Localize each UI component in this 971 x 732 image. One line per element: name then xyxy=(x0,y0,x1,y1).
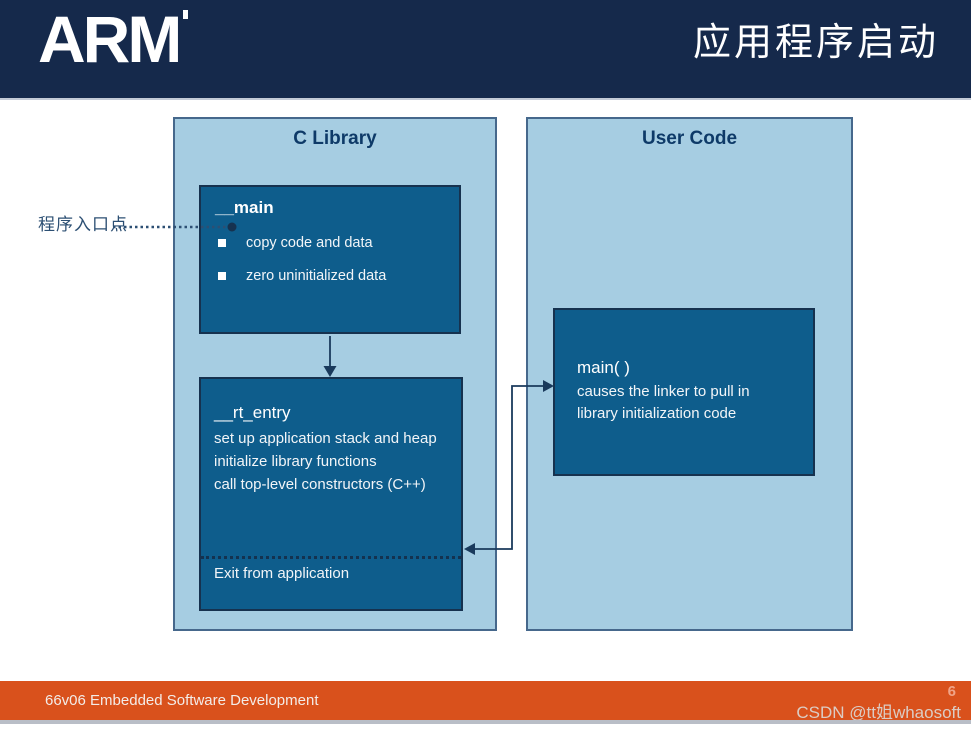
header-bar: ARM 应用程序启动 xyxy=(0,0,971,100)
bullet-text: zero uninitialized data xyxy=(246,268,387,284)
arm-logo: ARM xyxy=(38,6,189,72)
entry-point-label: 程序入口点 xyxy=(38,215,128,234)
rt-entry-content: __rt_entry set up application stack and … xyxy=(201,379,461,496)
trademark-icon xyxy=(183,10,189,19)
c-library-title: C Library xyxy=(293,128,377,149)
rt-entry-line: call top-level constructors (C++) xyxy=(214,476,426,493)
main-box-title: __main xyxy=(215,198,274,217)
main-box-bullet-2: zero uninitialized data xyxy=(215,268,445,284)
user-code-title: User Code xyxy=(641,128,738,149)
user-main-line: library initialization code xyxy=(577,405,737,422)
main-box-bullet-1: copy code and data xyxy=(215,235,445,251)
exit-from-application-label: Exit from application xyxy=(214,565,350,582)
bullet-text: copy code and data xyxy=(246,235,373,251)
exit-divider-dotted-line xyxy=(201,556,461,559)
user-main-title: main( ) xyxy=(577,358,630,377)
user-main-box: main( ) causes the linker to pull in lib… xyxy=(553,308,815,476)
user-main-line: causes the linker to pull in xyxy=(577,383,750,400)
csdn-watermark: CSDN @tt姐whaosoft xyxy=(796,703,961,722)
square-bullet-icon xyxy=(218,239,226,247)
footer-shadow-line xyxy=(0,720,971,724)
page-number: 6 xyxy=(947,683,956,700)
square-bullet-icon xyxy=(218,272,226,280)
page-title: 应用程序启动 xyxy=(692,22,939,64)
rt-entry-line: set up application stack and heap xyxy=(214,430,437,447)
rt-entry-line: initialize library functions xyxy=(214,453,377,470)
footer-bar: 66v06 Embedded Software Development 6 CS… xyxy=(0,681,971,722)
course-label: 66v06 Embedded Software Development xyxy=(45,692,319,709)
arm-logo-text: ARM xyxy=(38,2,182,76)
rt-entry-title: __rt_entry xyxy=(214,403,291,422)
rt-entry-box: __rt_entry set up application stack and … xyxy=(199,377,463,611)
main-box: __main copy code and data zero uninitial… xyxy=(199,185,461,334)
